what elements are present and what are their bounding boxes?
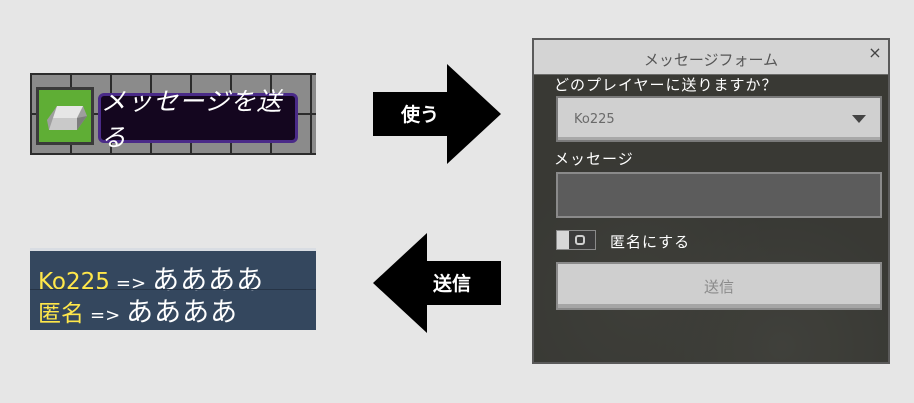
- anonymous-toggle[interactable]: [556, 230, 596, 250]
- chat-sender: 匿名: [38, 301, 84, 327]
- message-form-dialog: メッセージフォーム × どのプレイヤーに送りますか？ Ko225 メッセージ 匿…: [532, 38, 890, 364]
- chat-message: ああああ: [152, 265, 265, 296]
- hotbar: メッセージを送る: [30, 73, 316, 155]
- message-input[interactable]: [556, 172, 882, 218]
- toggle-knob: [557, 231, 569, 249]
- arrow-right-icon: [373, 64, 501, 164]
- send-label: 送信: [433, 273, 472, 295]
- message-label: メッセージ: [554, 150, 634, 168]
- player-select-label: どのプレイヤーに送りますか？: [554, 76, 778, 94]
- anonymous-label: 匿名にする: [610, 233, 691, 251]
- player-dropdown-value: Ko225: [574, 112, 615, 127]
- item-tooltip: メッセージを送る: [98, 87, 298, 152]
- iron-ingot-icon: [47, 106, 87, 130]
- chat-line: 匿名 =>ああああ: [38, 290, 238, 329]
- chat-divider: [30, 289, 316, 290]
- use-label: 使う: [401, 104, 440, 126]
- dialog-body: どのプレイヤーに送りますか？ Ko225 メッセージ 匿名にする 送信: [534, 74, 888, 362]
- arrow-left-icon: [373, 233, 501, 333]
- send-arrow: 送信: [373, 233, 501, 337]
- chat-panel: Ko225=>ああああ 匿名=>ああああ: [30, 248, 316, 330]
- dialog-title: メッセージフォーム: [643, 51, 779, 69]
- close-icon[interactable]: ×: [868, 43, 882, 62]
- tooltip-text: メッセージを送る: [101, 87, 283, 152]
- submit-button[interactable]: 送信: [556, 262, 882, 310]
- chat-sender: Ko225: [38, 269, 110, 295]
- chat-message: ああああ: [126, 297, 239, 328]
- use-arrow: 使う: [373, 64, 501, 168]
- chat-arrow: =>: [90, 305, 121, 326]
- chat-line: Ko225=>ああああ: [38, 258, 264, 297]
- toggle-off-icon: [575, 235, 585, 245]
- submit-button-label: 送信: [703, 277, 734, 296]
- dialog-header: メッセージフォーム ×: [534, 40, 888, 75]
- hotbar-slot[interactable]: [36, 87, 94, 145]
- chat-arrow: =>: [115, 273, 147, 294]
- player-dropdown[interactable]: Ko225: [556, 96, 882, 142]
- caret-down-icon: [852, 115, 866, 123]
